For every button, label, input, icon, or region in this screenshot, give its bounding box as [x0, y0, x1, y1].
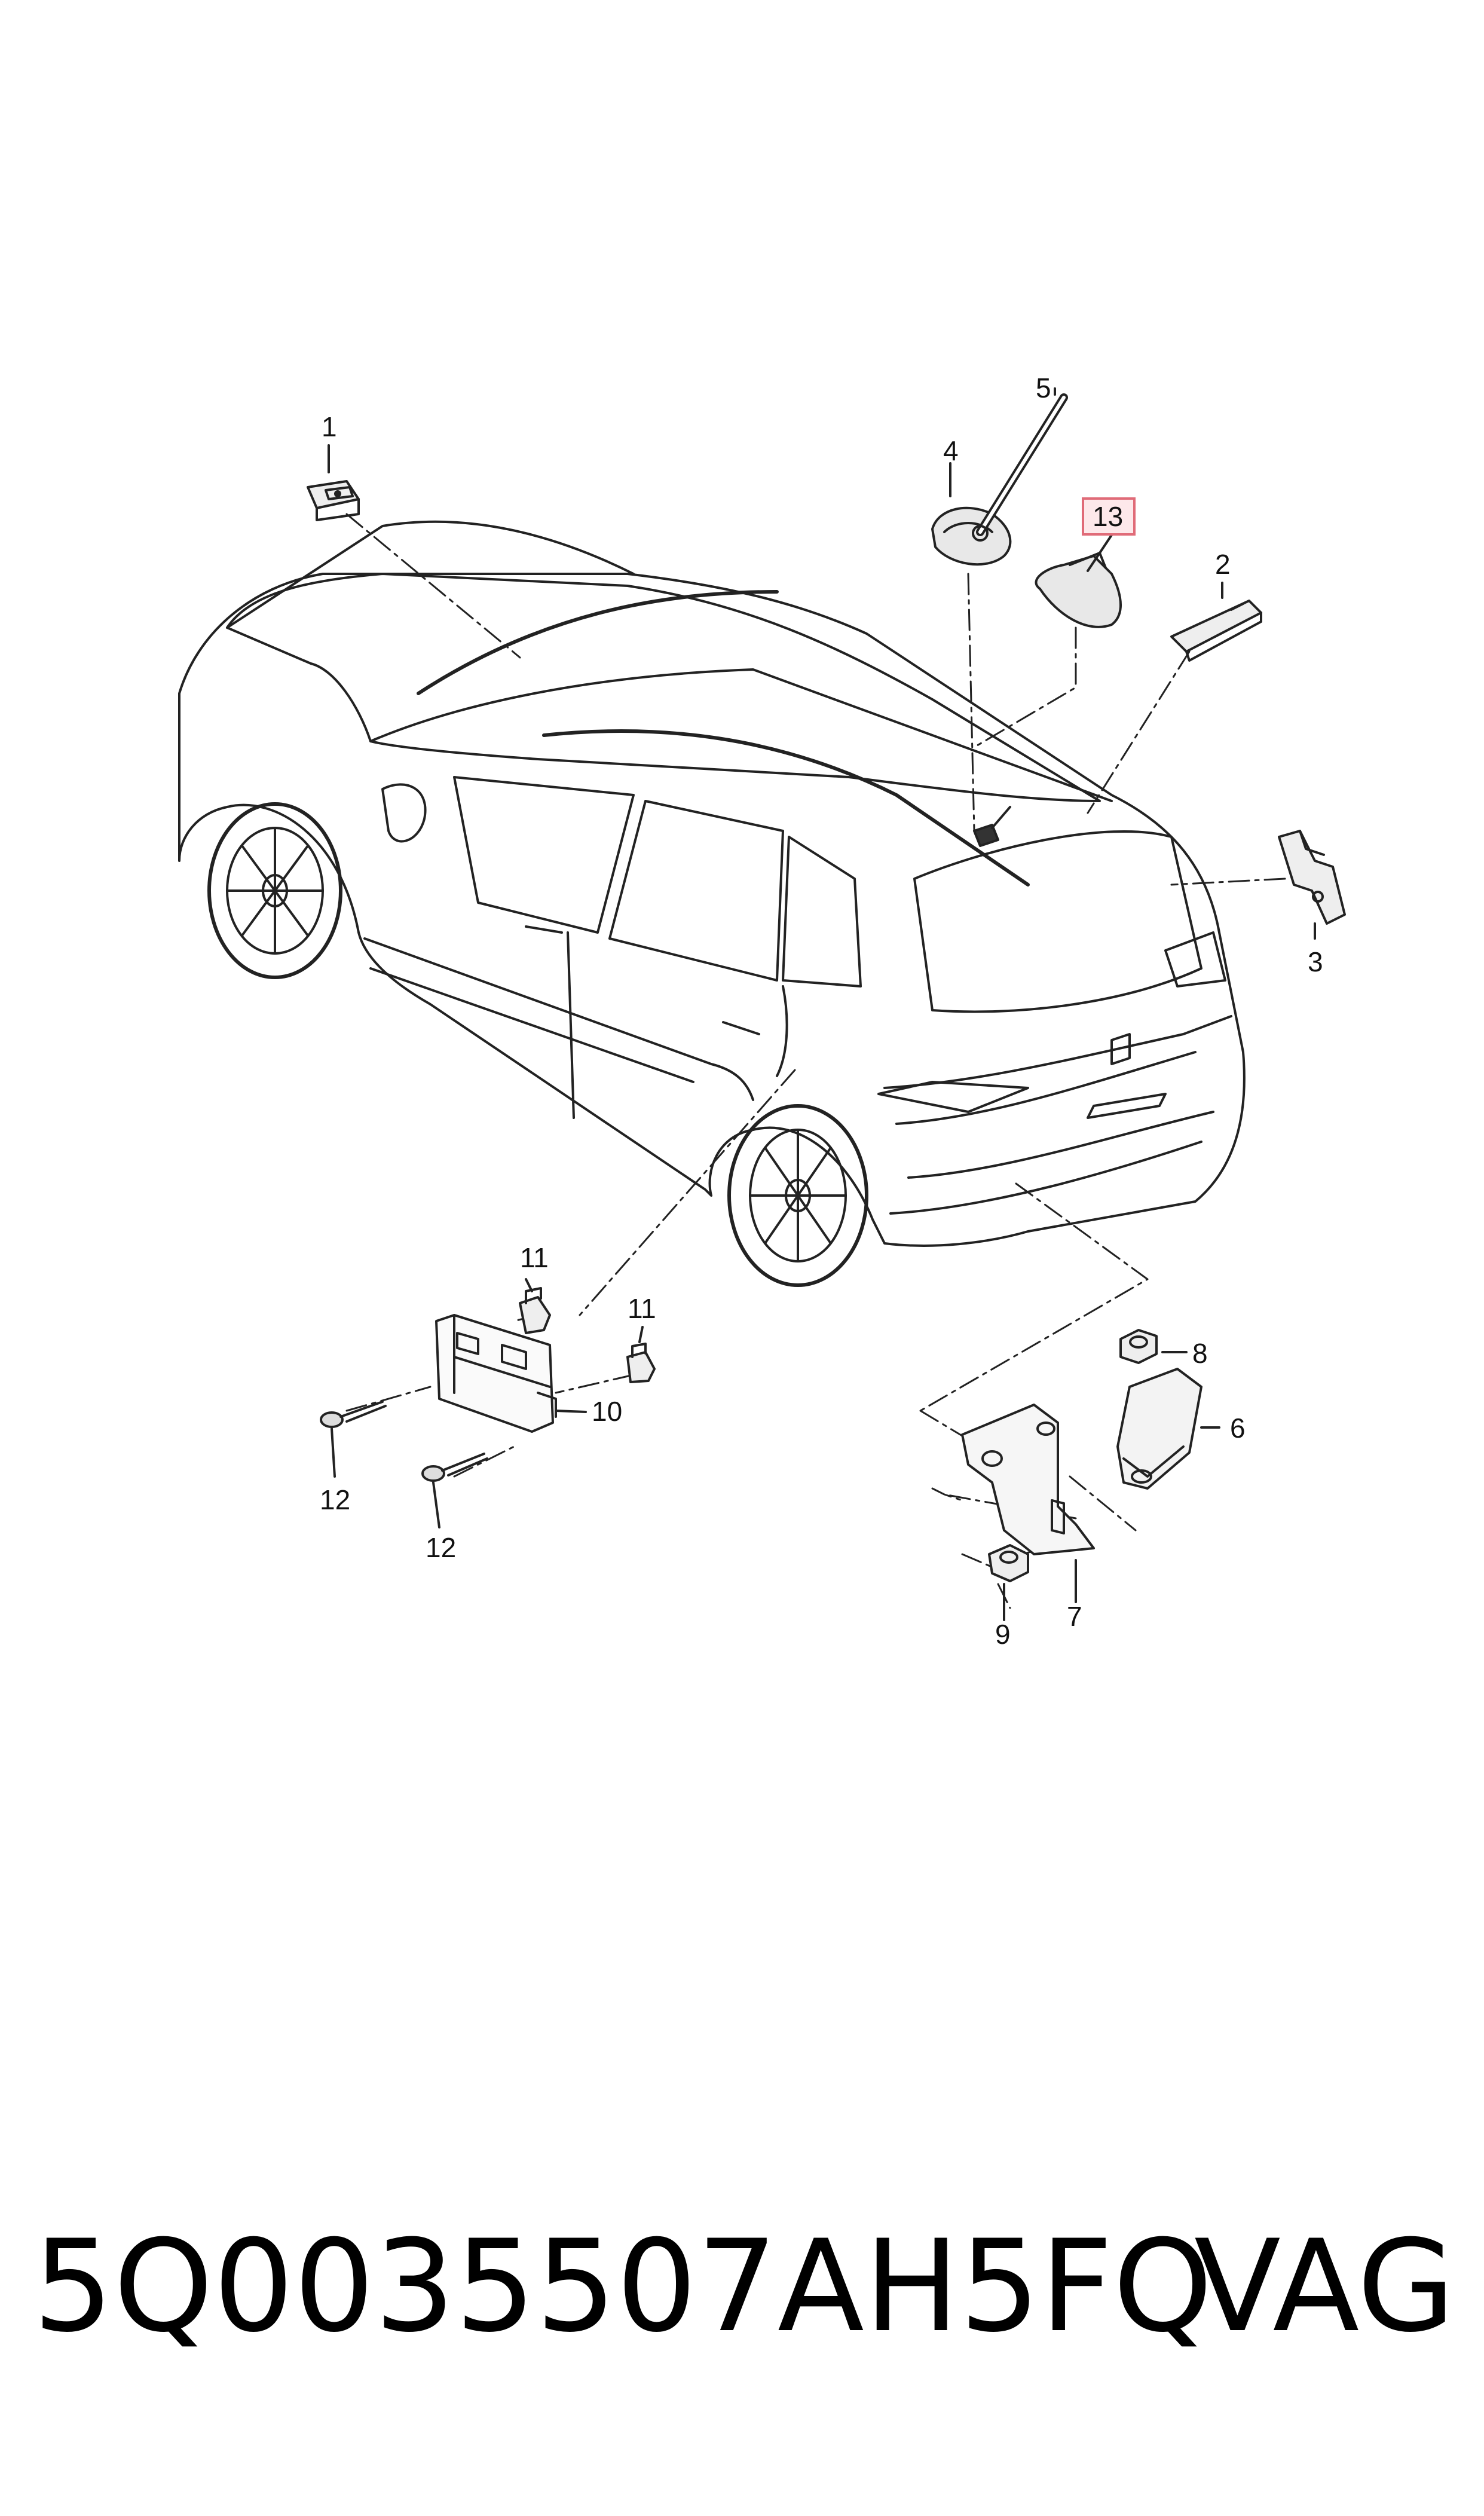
part-13-shark-fin-antenna [1035, 552, 1122, 628]
callout-10: 10 [592, 1396, 622, 1427]
highlight-box-13 [1082, 497, 1136, 536]
part-5-rod-antenna [972, 393, 1068, 542]
part-3-bracket [1278, 830, 1346, 925]
part-9-nut [988, 1544, 1029, 1582]
callout-12-a: 12 [320, 1484, 350, 1515]
callout-5: 5 [1036, 372, 1051, 403]
part-10-control-unit [435, 1314, 557, 1433]
callout-11-a: 11 [520, 1242, 549, 1273]
callout-7: 7 [1067, 1601, 1082, 1632]
callout-3: 3 [1308, 946, 1323, 977]
part-12-screw-b [421, 1453, 488, 1482]
callout-1: 1 [322, 411, 337, 442]
callout-6: 6 [1230, 1413, 1246, 1444]
rear-wheel [727, 1104, 868, 1287]
part-4-antenna-base [931, 506, 1012, 566]
brand-label: VAG [1194, 2212, 1455, 2360]
part-11-clip-b [626, 1343, 656, 1383]
callout-13: 13 [1093, 501, 1123, 532]
callout-11-b: 11 [628, 1293, 656, 1324]
callout-2: 2 [1215, 549, 1231, 580]
callout-4: 4 [943, 435, 959, 466]
leader-lines [345, 513, 1286, 1609]
part-8-nut [1119, 1329, 1158, 1364]
part-number: 5Q0035507AH5FQ [33, 2212, 1213, 2360]
callout-8: 8 [1192, 1338, 1208, 1369]
footer-caption: 5Q0035507AH5FQ VAG [33, 2215, 1455, 2358]
part-2-antenna-strip [1170, 600, 1262, 662]
front-wheel [207, 802, 342, 979]
part-7-mounting-plate [961, 1404, 1095, 1555]
callout-12-b: 12 [426, 1532, 456, 1563]
part-11-clip-a [519, 1287, 551, 1334]
car-illustration [178, 520, 1246, 1287]
callout-9: 9 [995, 1619, 1011, 1650]
part-6-bracket [1116, 1368, 1203, 1490]
part-1-module [307, 480, 360, 521]
part-12-screw-a [320, 1401, 387, 1428]
